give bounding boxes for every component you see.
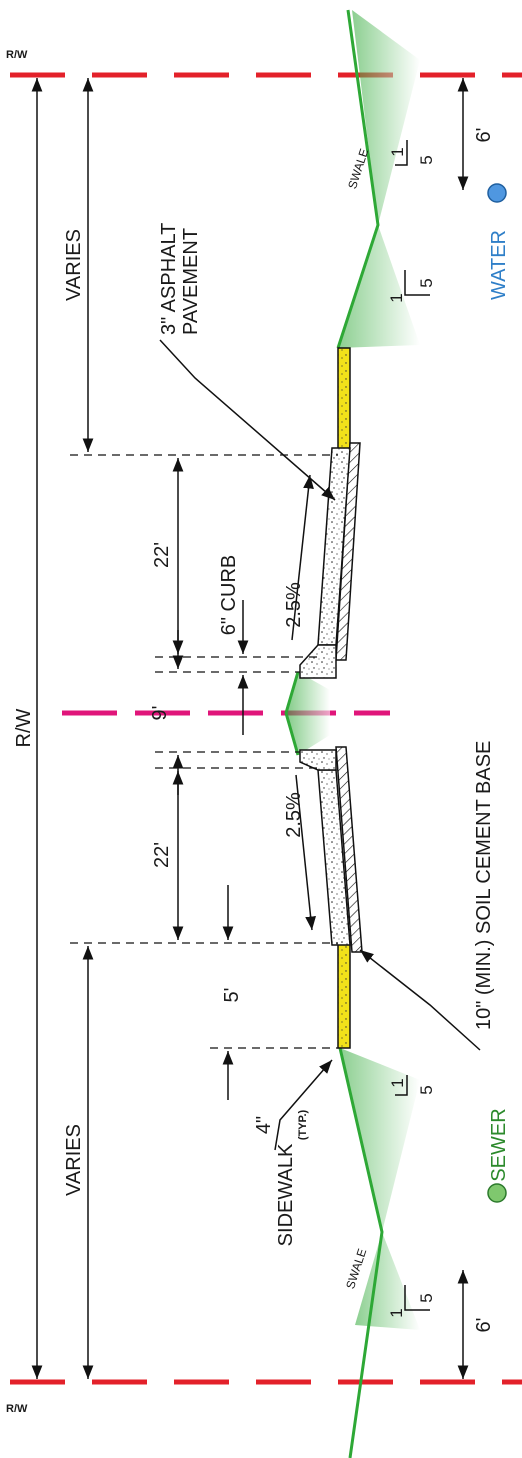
rw-total-label: R/W [13, 708, 35, 747]
varies-top-label: VARIES [63, 229, 85, 301]
water-label: WATER [488, 230, 510, 300]
ratio-top-5: 5 [417, 155, 436, 164]
ratio-mid-5: 5 [417, 278, 436, 287]
pavement-bottom [299, 746, 363, 953]
slope-ratio-top-2 [404, 270, 430, 296]
ratio-mid-1: 1 [387, 293, 406, 302]
rw-label-bottom: R/W [6, 1403, 28, 1415]
ground-profile [284, 9, 420, 1458]
base-label: 10" (MIN.) SOIL CEMENT BASE [473, 741, 495, 1030]
ratio-top-1: 1 [388, 147, 407, 156]
ratio-bot-5: 5 [417, 1085, 436, 1094]
dim-22-top-label: 22' [151, 542, 173, 568]
dim-22-bottom-label: 22' [151, 842, 173, 868]
ratio-low-1: 1 [387, 1308, 406, 1317]
sidewalk-typ-label: (TYP.) [297, 1109, 309, 1140]
asphalt-label-line1: 3" ASPHALT [158, 223, 180, 335]
dim-6-top-label: 6' [473, 128, 495, 143]
ratio-low-5: 5 [417, 1293, 436, 1302]
extension-lines [70, 454, 338, 1049]
slope-top-label: 2.5% [283, 582, 305, 628]
slope-ratio-bottom-1 [395, 1075, 408, 1096]
sidewalk-top [337, 347, 351, 456]
dim-6-bottom-label: 6' [473, 1318, 495, 1333]
varies-bottom-label: VARIES [63, 1124, 85, 1196]
ratio-bot-1: 1 [388, 1078, 407, 1087]
dim-5-label: 5' [221, 988, 243, 1003]
pavement-top [299, 442, 361, 679]
sewer-label: SEWER [488, 1108, 510, 1181]
curb-label: 6" CURB [218, 555, 240, 635]
slope-ratio-top-1 [395, 140, 408, 166]
asphalt-label-line2: PAVEMENT [180, 228, 202, 335]
sidewalk-label: SIDEWALK [275, 1143, 297, 1246]
slope-ratio-bottom-2 [404, 1285, 430, 1311]
swale-bottom-label: SWALE [343, 1247, 369, 1291]
dim-9-label: 9' [149, 706, 171, 721]
sidewalk-bottom [337, 942, 351, 1049]
water-circle-icon [487, 183, 507, 203]
dimension-lines [31, 78, 469, 1379]
sidewalk-thickness-label: 4" [253, 1116, 275, 1134]
sewer-circle-icon [487, 1183, 507, 1203]
swale-top-label: SWALE [345, 147, 371, 191]
slope-bottom-label: 2.5% [283, 792, 305, 838]
leader-lines [159, 339, 481, 1151]
rw-label-top: R/W [6, 49, 28, 61]
